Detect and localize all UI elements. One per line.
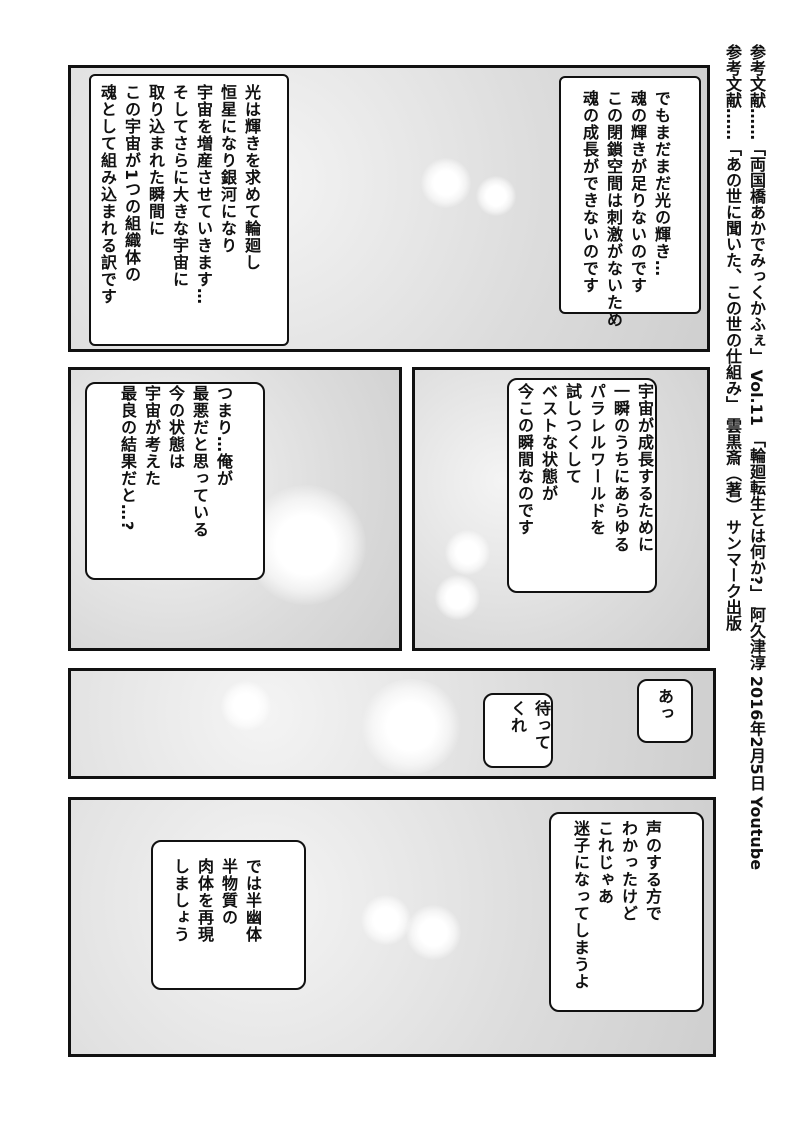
light-orb (406, 905, 461, 960)
speech-balloon (85, 382, 265, 580)
speech-balloon (637, 679, 693, 743)
dialogue-text: 待って くれ (508, 700, 551, 751)
reference-2: 参考文献……「あの世に聞いた、この世の仕組み」 雲黒斎（著） サンマーク出版 (723, 44, 742, 632)
speech-balloon (483, 693, 553, 768)
dialogue-text: 光は輝きを求めて輪廻し 恒星になり銀河になり 宇宙を増産させていきます… そして… (98, 84, 261, 305)
light-orb (435, 575, 480, 620)
dialogue-text: つまり…俺が 最悪だと思っている 今の状態は 宇宙が考えた 最良の結果だと…? (118, 385, 233, 538)
panel-4 (68, 797, 716, 1057)
reference-1: 参考文献……「両国橋あかでみっくかふぇ」 Vol.11 「輪廻転生とは何か?」 … (747, 44, 766, 871)
light-orb (476, 176, 516, 216)
speech-balloon (507, 378, 657, 593)
speech-balloon (151, 840, 306, 990)
dialogue-text: あっ (655, 688, 674, 722)
dialogue-text: でもまだまだ光の輝き… 魂の輝きが足りないのです この閉鎖空間は刺激がないため … (580, 90, 671, 328)
light-orb (445, 530, 490, 575)
light-orb (246, 485, 366, 605)
speech-balloon (549, 812, 704, 1012)
speech-balloon (89, 74, 289, 346)
panel-2-right (412, 367, 710, 651)
panel-2-left (68, 367, 402, 651)
speech-balloon (559, 76, 701, 314)
dialogue-text: 声のする方で わかったけど これじゃあ 迷子になってしまうよ (571, 820, 662, 990)
dialogue-text: では半幽体 半物質の 肉体を再現 しましょう (171, 858, 262, 943)
light-orb (421, 158, 471, 208)
light-orb (361, 895, 411, 945)
dialogue-text: 宇宙が成長するために 一瞬のうちにあらゆる パラレルワールドを 試しつくして ベ… (515, 383, 654, 553)
light-orb (361, 679, 461, 774)
panel-1 (68, 65, 710, 352)
light-orb (221, 681, 271, 731)
panel-3 (68, 668, 716, 779)
